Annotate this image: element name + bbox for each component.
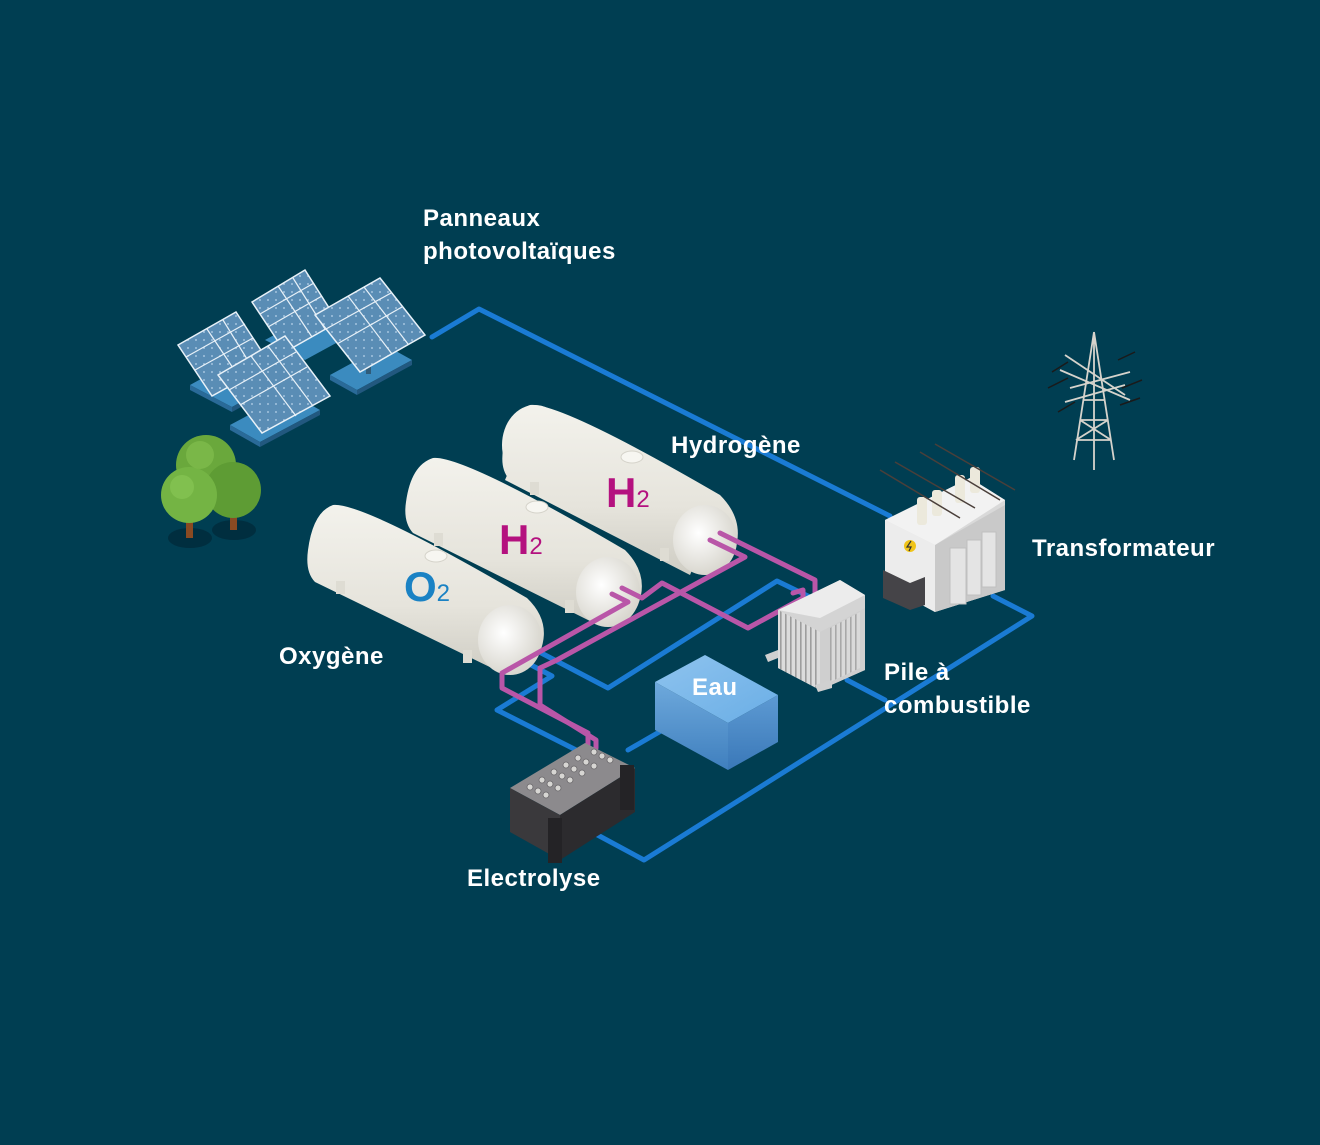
tank-label-hydrogen-middle: H2	[499, 516, 543, 564]
tree-icon	[205, 462, 261, 518]
gas-subscript: 2	[636, 486, 650, 513]
gas-symbol: O	[404, 563, 437, 610]
transformer-icon	[879, 443, 1016, 612]
solar-to-transformer-line	[429, 306, 893, 519]
hydrogen-lines	[499, 530, 818, 751]
label-hydrogen: Hydrogène	[671, 432, 801, 459]
transformer-to-grid-line	[589, 593, 1035, 863]
fuelcell-to-electrolyser-line	[844, 677, 888, 703]
solar-panel-icon	[313, 277, 427, 395]
fuel-cell-icon	[765, 580, 865, 692]
trees	[161, 435, 261, 548]
electrolyser-terminals	[526, 748, 614, 799]
h2-middle-to-electrolyser-line	[499, 591, 631, 748]
solar-panels	[176, 268, 427, 447]
gas-subscript: 2	[436, 580, 451, 607]
label-solar-panels: Panneaux photovoltaïques	[423, 202, 616, 268]
gas-subscript: 2	[529, 533, 543, 560]
pylon-icon	[1047, 331, 1143, 470]
oxygen-to-fuelcell-line	[523, 578, 815, 691]
tank-hydrogen-middle	[405, 457, 642, 627]
gas-symbol: H	[606, 469, 637, 516]
tank-hydrogen-back	[502, 404, 738, 575]
gas-symbol: H	[499, 516, 530, 563]
label-fuel-cell-line1: Pile à	[884, 659, 950, 686]
label-electrolysis: Electrolyse	[467, 865, 601, 892]
label-transformer: Transformateur	[1032, 535, 1216, 562]
label-solar-panels-line2: photovoltaïques	[423, 238, 616, 265]
lightning-icon	[904, 540, 916, 552]
water-tank-icon	[655, 655, 778, 770]
label-fuel-cell-line2: combustible	[884, 692, 1031, 719]
h2-back-to-fuelcell-line	[537, 537, 748, 751]
oxygen-to-electrolyser-line	[494, 653, 593, 760]
h2-middle-to-fuelcell-line	[619, 580, 806, 631]
electrolyser-icon	[510, 743, 635, 863]
tank-label-oxygen: O2	[404, 563, 450, 611]
label-water: Eau	[692, 674, 738, 701]
solar-panel-icon	[216, 335, 332, 447]
label-oxygen: Oxygène	[279, 643, 384, 670]
label-fuel-cell: Pile à combustible	[884, 656, 1031, 722]
tank-label-hydrogen-back: H2	[606, 469, 650, 517]
label-solar-panels-line1: Panneaux	[423, 205, 541, 232]
